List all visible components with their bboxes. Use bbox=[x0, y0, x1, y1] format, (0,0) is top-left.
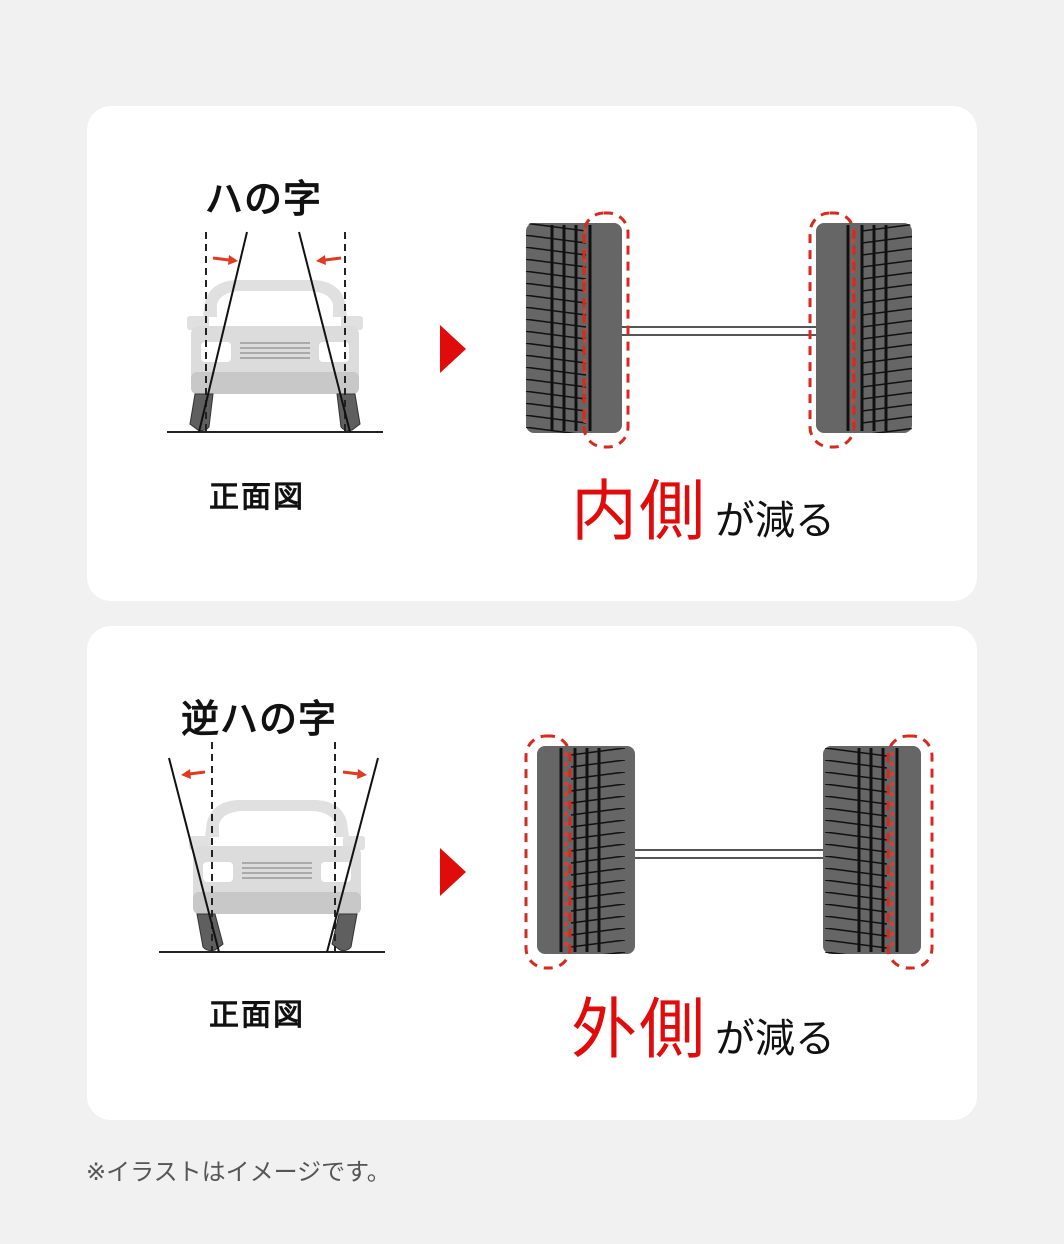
illustration-footnote: ※イラストはイメージです。 bbox=[86, 1158, 391, 1186]
wear-result-suffix: が減る bbox=[715, 498, 835, 544]
panel-title: 逆ハの字 bbox=[181, 697, 338, 741]
red-triangle-arrow-icon bbox=[440, 325, 466, 373]
view-caption: 正面図 bbox=[209, 998, 305, 1033]
car-front-view-illustration bbox=[157, 742, 387, 957]
view-caption: 正面図 bbox=[209, 480, 305, 515]
panel-title: ハの字 bbox=[205, 177, 323, 221]
panel-toe-in: ハの字 bbox=[87, 106, 977, 601]
tire-axle-top-view-illustration bbox=[524, 211, 924, 451]
wear-result-label: 内側 が減る bbox=[571, 458, 835, 554]
wear-side-highlight: 外側 bbox=[571, 991, 707, 1068]
wear-side-highlight: 内側 bbox=[571, 473, 707, 550]
tire-axle-top-view-illustration bbox=[524, 734, 935, 976]
red-triangle-arrow-icon bbox=[440, 848, 466, 896]
wear-result-suffix: が減る bbox=[715, 1016, 835, 1062]
panel-toe-out: 逆ハの字 bbox=[87, 626, 977, 1120]
car-front-view-illustration bbox=[165, 222, 385, 437]
wear-result-label: 外側 が減る bbox=[571, 976, 835, 1072]
